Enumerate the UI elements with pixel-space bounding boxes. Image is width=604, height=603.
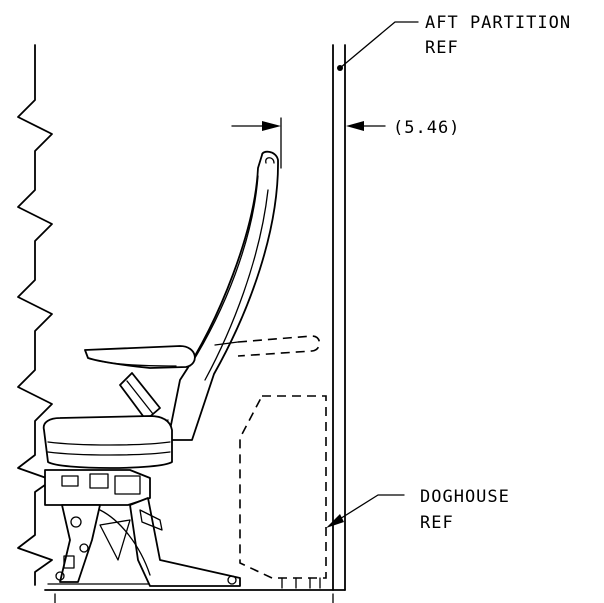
- forward-break-line: [17, 44, 53, 586]
- seat-leg-rear: [129, 497, 241, 587]
- dimension-5-46: [231, 117, 386, 169]
- aft-partition: [332, 44, 346, 591]
- passenger-seat: [42, 150, 321, 587]
- svg-text:REF: REF: [425, 38, 459, 58]
- svg-text:AFT PARTITION: AFT PARTITION: [425, 13, 571, 33]
- svg-text:DOGHOUSE: DOGHOUSE: [420, 487, 510, 507]
- seatback: [167, 150, 279, 441]
- aft-partition-label: AFT PARTITION REF: [425, 13, 571, 58]
- tray-table-stowed: [214, 335, 321, 357]
- dimension-label: (5.46): [393, 118, 460, 138]
- aft-partition-leader: [339, 21, 419, 69]
- svg-text:REF: REF: [420, 513, 454, 533]
- doghouse-leader: [326, 494, 405, 528]
- seat-cushion: [42, 415, 173, 469]
- doghouse-label: DOGHOUSE REF: [420, 487, 510, 533]
- doghouse-outline: [239, 395, 327, 589]
- seat-leg-front: [59, 504, 101, 583]
